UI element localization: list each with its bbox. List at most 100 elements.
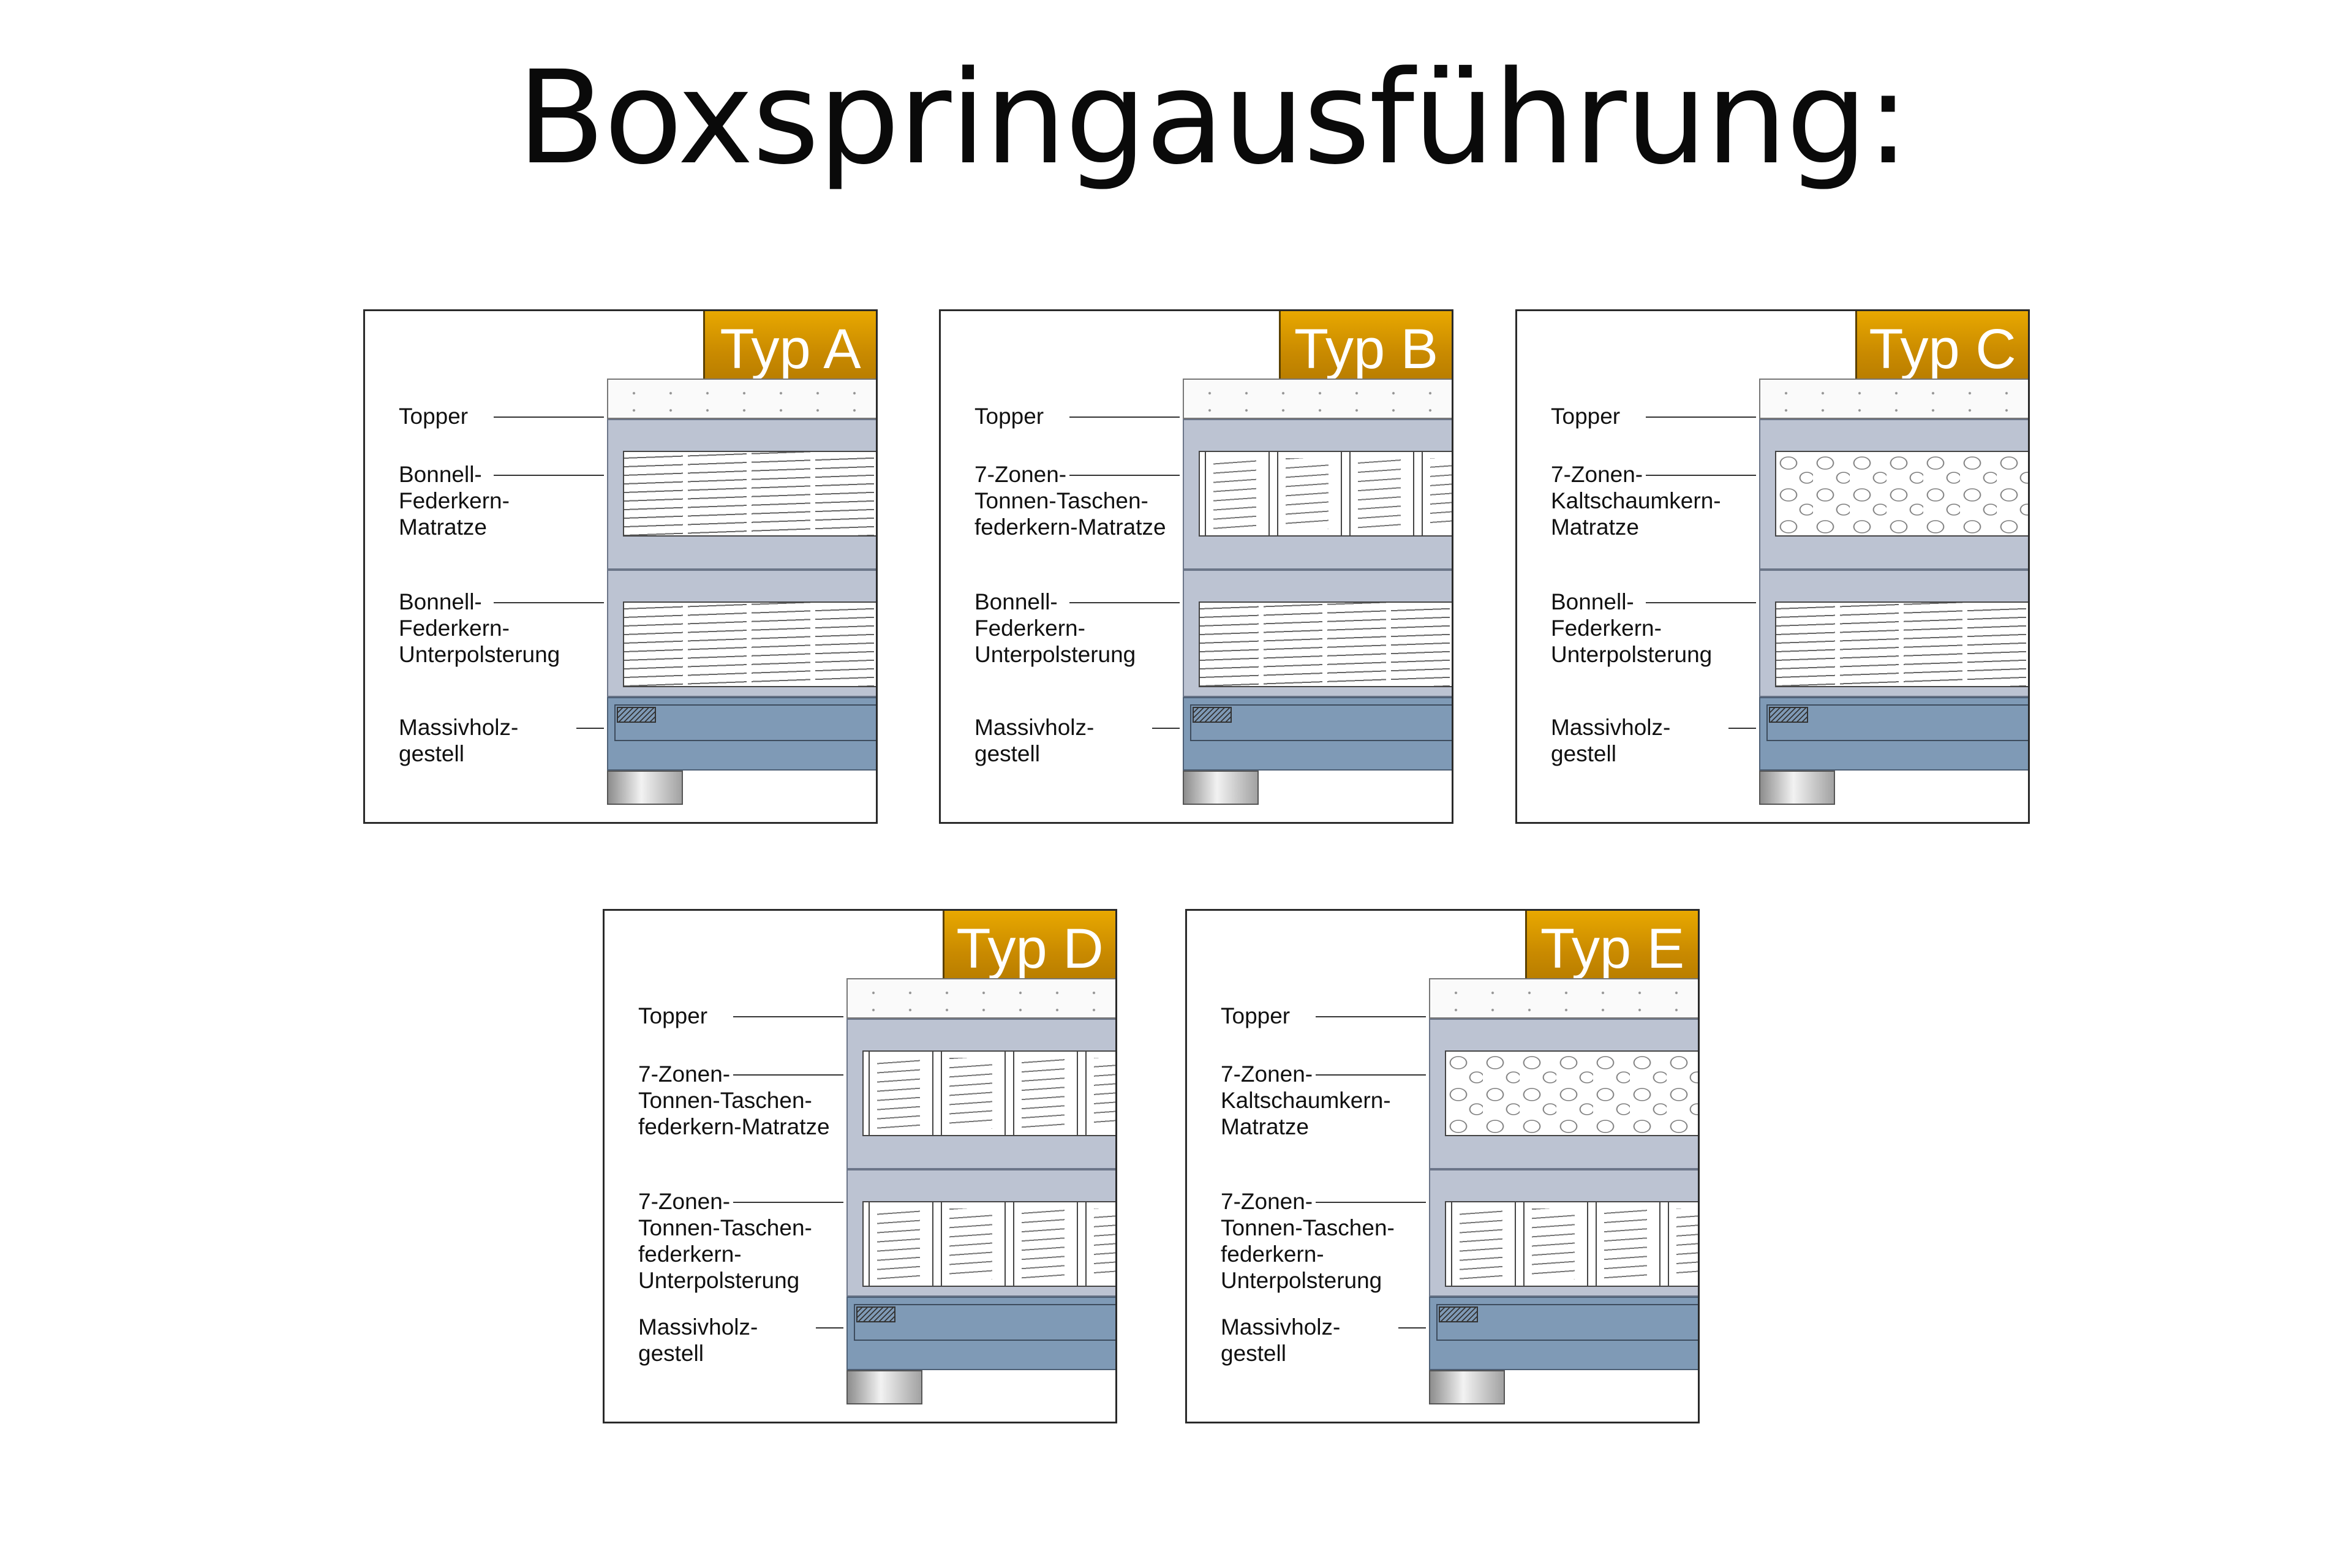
frame-rail <box>854 1304 1115 1341</box>
mattress-label: 7-Zonen- Tonnen-Taschen- federkern-Matra… <box>638 1061 830 1139</box>
base-label: Bonnell- Federkern- Unterpolsterung <box>399 589 560 667</box>
bed-foot <box>846 1370 922 1404</box>
type-badge: Typ C <box>1855 311 2028 390</box>
wood-frame <box>1429 1297 1698 1370</box>
leader-line <box>816 1327 843 1329</box>
wood-frame <box>846 1297 1115 1370</box>
leader-line <box>1646 475 1756 476</box>
topper-label: Topper <box>399 404 469 429</box>
topper-layer <box>1183 379 1452 419</box>
bed-type-card: Typ E Topper 7-Zonen- Kaltschaumkern- Matr… <box>1185 909 1700 1423</box>
base-label: Bonnell- Federkern- Unterpolsterung <box>1551 589 1713 667</box>
leader-line <box>733 1074 843 1076</box>
base-label: 7-Zonen- Tonnen-Taschen- federkern- Unte… <box>638 1189 812 1293</box>
leader-line <box>1646 602 1756 603</box>
leader-line <box>1069 475 1180 476</box>
base-layer <box>607 570 876 697</box>
leader-line <box>494 475 604 476</box>
frame-label: Massivholz- gestell <box>974 715 1095 766</box>
type-badge: Typ D <box>943 911 1115 989</box>
bed-type-card: Typ C Topper 7-Zonen- Kaltschaumkern- Matr… <box>1515 309 2030 824</box>
topper-label: Topper <box>974 404 1044 429</box>
frame-label: Massivholz- gestell <box>1221 1314 1341 1366</box>
frame-label: Massivholz- gestell <box>638 1314 758 1366</box>
bed-cross-section <box>846 911 1115 1422</box>
topper-label: Topper <box>1221 1003 1291 1028</box>
topper-layer <box>1429 978 1698 1019</box>
mattress-layer <box>1183 419 1452 570</box>
frame-label: Massivholz- gestell <box>1551 715 1671 766</box>
type-badge: Typ E <box>1525 911 1698 989</box>
mattress-core <box>623 451 876 537</box>
leader-line <box>494 417 604 418</box>
base-core <box>862 1201 1115 1287</box>
base-layer <box>1759 570 2028 697</box>
bed-cross-section <box>1183 311 1452 822</box>
frame-rail <box>614 704 876 741</box>
page-title: Boxspringausführung: <box>516 43 1910 193</box>
leader-line <box>1316 1016 1426 1017</box>
type-badge: Typ B <box>1279 311 1452 390</box>
topper-label: Topper <box>638 1003 708 1028</box>
mattress-label: Bonnell- Federkern- Matratze <box>399 462 510 540</box>
hatch-section <box>1769 707 1808 723</box>
base-core <box>1775 601 2028 687</box>
base-layer <box>846 1169 1115 1297</box>
leader-line <box>1728 728 1756 729</box>
base-core <box>623 601 876 687</box>
hatch-section <box>1193 707 1232 723</box>
bed-type-card: Typ B Topper 7-Zonen- Tonnen-Taschen- fede… <box>939 309 1453 824</box>
frame-label: Massivholz- gestell <box>399 715 519 766</box>
mattress-layer <box>846 1019 1115 1169</box>
leader-line <box>1069 602 1180 603</box>
wood-frame <box>1759 697 2028 771</box>
type-badge: Typ A <box>703 311 876 390</box>
leader-line <box>733 1202 843 1203</box>
base-core <box>1445 1201 1698 1287</box>
bed-cross-section <box>1759 311 2028 822</box>
mattress-layer <box>607 419 876 570</box>
leader-line <box>1316 1074 1426 1076</box>
leader-line <box>1152 728 1180 729</box>
topper-label: Topper <box>1551 404 1621 429</box>
bed-foot <box>1759 771 1835 805</box>
wood-frame <box>607 697 876 771</box>
base-layer <box>1183 570 1452 697</box>
base-layer <box>1429 1169 1698 1297</box>
frame-rail <box>1766 704 2028 741</box>
topper-layer <box>1759 379 2028 419</box>
leader-line <box>1069 417 1180 418</box>
bed-foot <box>1183 771 1259 805</box>
frame-rail <box>1436 1304 1698 1341</box>
leader-line <box>576 728 604 729</box>
bed-type-card: Typ D Topper 7-Zonen- Tonnen-Taschen- fede… <box>603 909 1117 1423</box>
leader-line <box>1646 417 1756 418</box>
topper-layer <box>846 978 1115 1019</box>
topper-layer <box>607 379 876 419</box>
mattress-label: 7-Zonen- Kaltschaumkern- Matratze <box>1221 1061 1391 1139</box>
hatch-section <box>856 1306 895 1322</box>
mattress-label: 7-Zonen- Kaltschaumkern- Matratze <box>1551 462 1721 540</box>
leader-line <box>494 602 604 603</box>
hatch-section <box>1439 1306 1478 1322</box>
leader-line <box>1316 1202 1426 1203</box>
frame-rail <box>1190 704 1452 741</box>
mattress-core <box>1445 1050 1698 1136</box>
hatch-section <box>617 707 656 723</box>
mattress-label: 7-Zonen- Tonnen-Taschen- federkern-Matra… <box>974 462 1166 540</box>
bed-foot <box>607 771 683 805</box>
mattress-core <box>1199 451 1452 537</box>
base-label: Bonnell- Federkern- Unterpolsterung <box>974 589 1136 667</box>
bed-cross-section <box>607 311 876 822</box>
leader-line <box>1398 1327 1426 1329</box>
leader-line <box>733 1016 843 1017</box>
mattress-core <box>862 1050 1115 1136</box>
base-core <box>1199 601 1452 687</box>
mattress-layer <box>1429 1019 1698 1169</box>
bed-foot <box>1429 1370 1505 1404</box>
mattress-core <box>1775 451 2028 537</box>
base-label: 7-Zonen- Tonnen-Taschen- federkern- Unte… <box>1221 1189 1395 1293</box>
wood-frame <box>1183 697 1452 771</box>
mattress-layer <box>1759 419 2028 570</box>
